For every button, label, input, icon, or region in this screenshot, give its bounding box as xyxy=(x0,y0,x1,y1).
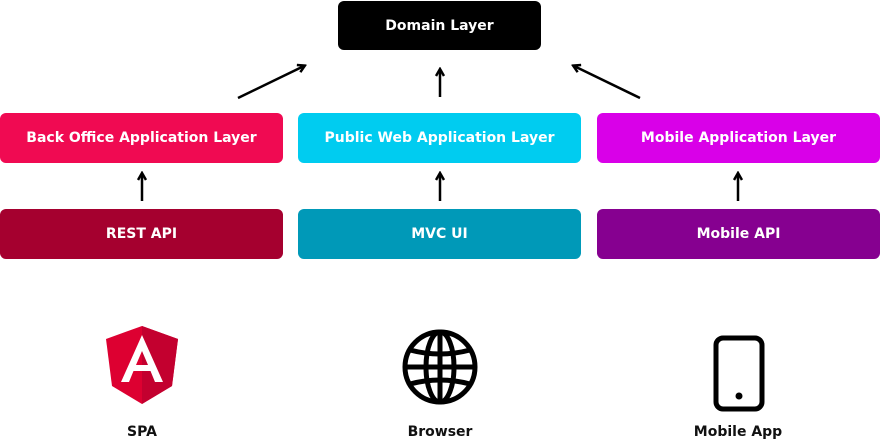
arrow-mobile-layer-to-domain xyxy=(574,66,641,100)
mobile-app-label: Mobile App xyxy=(693,424,783,440)
globe-icon xyxy=(402,329,478,405)
rest-api-box: REST API xyxy=(0,209,283,259)
smartphone-icon xyxy=(713,335,765,412)
mobile-api-label: Mobile API xyxy=(696,226,781,242)
back-office-application-layer-label: Back Office Application Layer xyxy=(26,130,257,146)
angular-shield-icon xyxy=(106,326,178,404)
browser-label: Browser xyxy=(407,424,473,440)
mvc-ui-box: MVC UI xyxy=(298,209,581,259)
domain-layer-label: Domain Layer xyxy=(385,17,494,34)
domain-layer-box: Domain Layer xyxy=(338,1,541,50)
mobile-application-layer-label: Mobile Application Layer xyxy=(640,130,837,146)
arrow-back-office-to-domain xyxy=(237,66,304,100)
mobile-api-box: Mobile API xyxy=(597,209,880,259)
rest-api-label: REST API xyxy=(105,226,178,242)
mobile-application-layer-box: Mobile Application Layer xyxy=(597,113,880,163)
public-web-application-layer-box: Public Web Application Layer xyxy=(298,113,581,163)
spa-label: SPA xyxy=(127,424,157,440)
public-web-application-layer-label: Public Web Application Layer xyxy=(324,130,555,146)
mvc-ui-label: MVC UI xyxy=(411,226,468,242)
back-office-application-layer-box: Back Office Application Layer xyxy=(0,113,283,163)
